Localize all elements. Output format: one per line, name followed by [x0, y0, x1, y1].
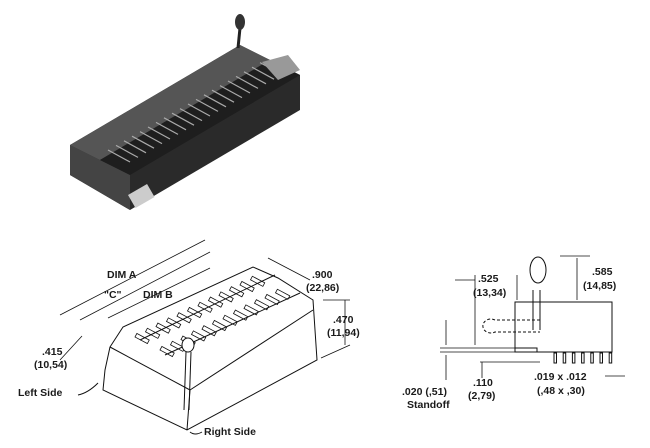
socket-slot	[139, 131, 163, 145]
dim-a-label: DIM A	[107, 269, 137, 281]
socket-slot	[211, 89, 235, 103]
iso-slot	[176, 312, 192, 324]
pin	[562, 352, 567, 364]
row-mm-label: (10,54)	[34, 359, 68, 371]
socket-slot	[203, 94, 227, 108]
iso-slot	[253, 299, 270, 311]
width-mm-label: (22,86)	[306, 282, 340, 294]
socket-slot	[107, 149, 131, 163]
pin	[553, 352, 557, 364]
socket-slot	[251, 66, 275, 80]
iso-slot	[165, 317, 182, 329]
right-side-label: Right Side	[204, 426, 256, 438]
left-side-label: Left Side	[18, 387, 63, 399]
iso-slot	[144, 327, 161, 339]
socket-slot	[187, 103, 211, 117]
socket-slot	[155, 121, 179, 135]
iso-slot	[207, 296, 224, 308]
iso-slot	[211, 319, 228, 332]
standoff-dim-label: .020 (,51)	[402, 386, 447, 398]
lever-offset-in-label: .525	[478, 273, 499, 285]
iso-slot	[222, 314, 238, 326]
pin	[571, 352, 576, 364]
pin-size-in-label: .019 x .012	[534, 371, 587, 383]
socket-slot	[171, 112, 195, 126]
iso-slot	[197, 301, 213, 313]
socket-slot	[147, 126, 171, 140]
pin-length-mm-label: (2,79)	[468, 390, 496, 402]
side-lever-knob-icon	[529, 256, 547, 284]
iso-slot	[155, 322, 171, 334]
lever-height-in-label: .585	[592, 266, 613, 278]
socket-slot	[163, 117, 187, 131]
iso-slot	[228, 286, 245, 298]
iso-slot	[218, 291, 234, 303]
dim-b-label: DIM B	[143, 289, 173, 301]
socket-slot	[243, 71, 267, 85]
socket-slot	[227, 80, 251, 94]
pin-length-in-label: .110	[473, 377, 493, 389]
pin-size-mm-label: (,48 x ,30)	[537, 385, 585, 397]
iso-slot	[232, 309, 249, 321]
dimension-lines	[59, 239, 351, 361]
socket-photo-body	[70, 45, 300, 210]
iso-slot	[264, 293, 280, 306]
standoff-label: Standoff	[407, 399, 450, 411]
iso-lever-icon	[181, 337, 195, 411]
pin	[590, 352, 594, 364]
iso-slot	[201, 325, 217, 337]
iso-slot	[159, 345, 175, 358]
pin	[608, 352, 613, 364]
width-in-label: .900	[312, 269, 333, 281]
socket-slot	[219, 85, 243, 99]
lever-icon	[235, 14, 245, 49]
pin	[599, 352, 603, 364]
socket-slot	[195, 98, 219, 112]
iso-slot	[134, 332, 150, 345]
height-in-label: .470	[333, 314, 354, 326]
lever-offset-mm-label: (13,34)	[473, 287, 507, 299]
socket-slot	[235, 75, 259, 89]
iso-slot	[274, 288, 291, 300]
iso-slot	[239, 280, 255, 293]
iso-slot	[190, 330, 207, 342]
iso-slot	[243, 304, 259, 316]
iso-slot	[249, 275, 266, 287]
height-mm-label: (11,94)	[327, 327, 360, 339]
socket-slot	[115, 144, 139, 158]
side-body	[514, 301, 613, 353]
socket-slot	[131, 135, 155, 149]
row-in-label: .415	[42, 346, 63, 358]
socket-slot	[123, 140, 147, 154]
socket-slot	[179, 108, 203, 122]
dim-c-label: "C"	[104, 289, 122, 301]
iso-slot	[186, 306, 203, 319]
lever-height-mm-label: (14,85)	[583, 280, 617, 292]
pin	[581, 352, 585, 364]
